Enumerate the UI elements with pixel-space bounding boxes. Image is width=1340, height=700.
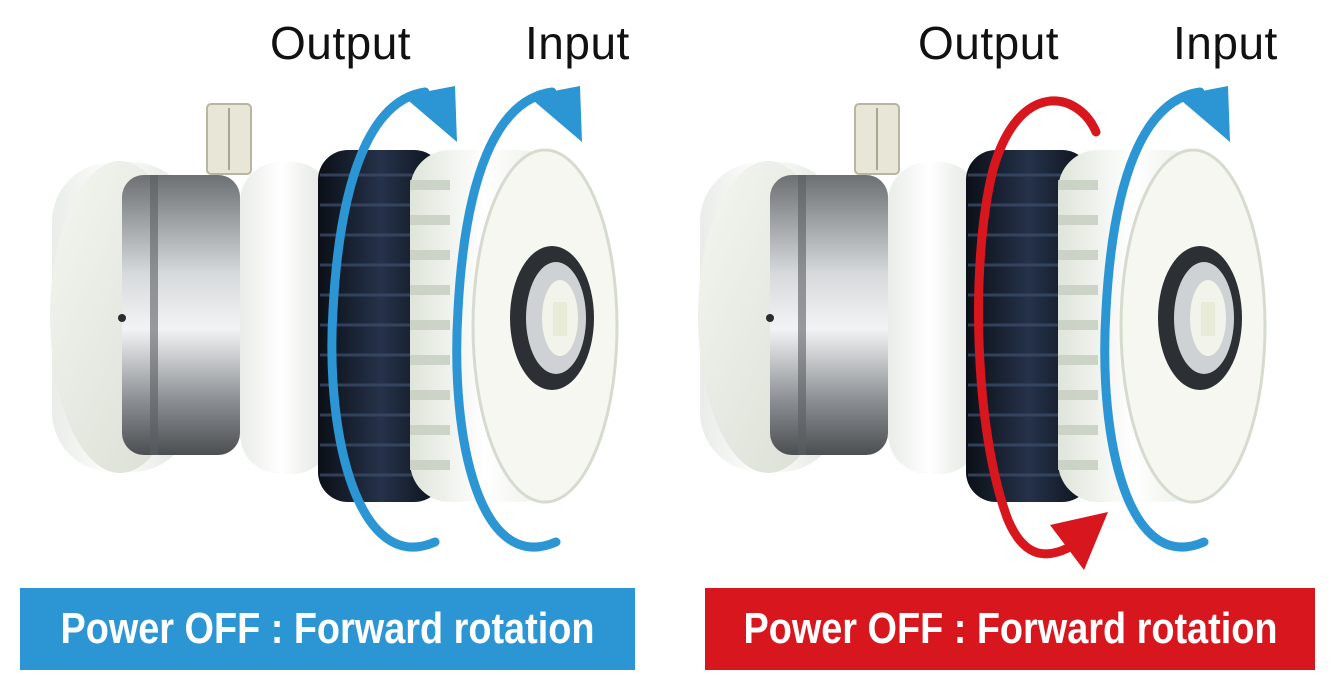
input-label: Input bbox=[1173, 17, 1278, 69]
caption-text: Power OFF : Forward rotation bbox=[60, 604, 595, 653]
clutch-body bbox=[698, 103, 1267, 504]
clutch-image bbox=[50, 86, 619, 552]
output-label: Output bbox=[918, 17, 1060, 69]
caption-banner: Power OFF : Forward rotation bbox=[20, 588, 635, 670]
rotation-arrow-icon bbox=[974, 96, 1108, 570]
caption-text: Power OFF : Forward rotation bbox=[743, 604, 1277, 653]
input-label: Input bbox=[525, 17, 630, 69]
panel-right: Output Input Power OFF : Forward rotatio… bbox=[648, 0, 1318, 700]
rotation-arrow-icon bbox=[327, 86, 457, 552]
rotation-arrow-icon bbox=[1100, 86, 1230, 552]
output-label: Output bbox=[270, 17, 412, 69]
clutch-body bbox=[50, 103, 619, 504]
panel-left: Output Input Power OFF : Forward rotatio… bbox=[20, 17, 635, 670]
clutch-image bbox=[698, 86, 1267, 570]
rotation-arrow-icon bbox=[452, 86, 582, 552]
caption-banner: Power OFF : Forward rotation bbox=[705, 588, 1315, 670]
